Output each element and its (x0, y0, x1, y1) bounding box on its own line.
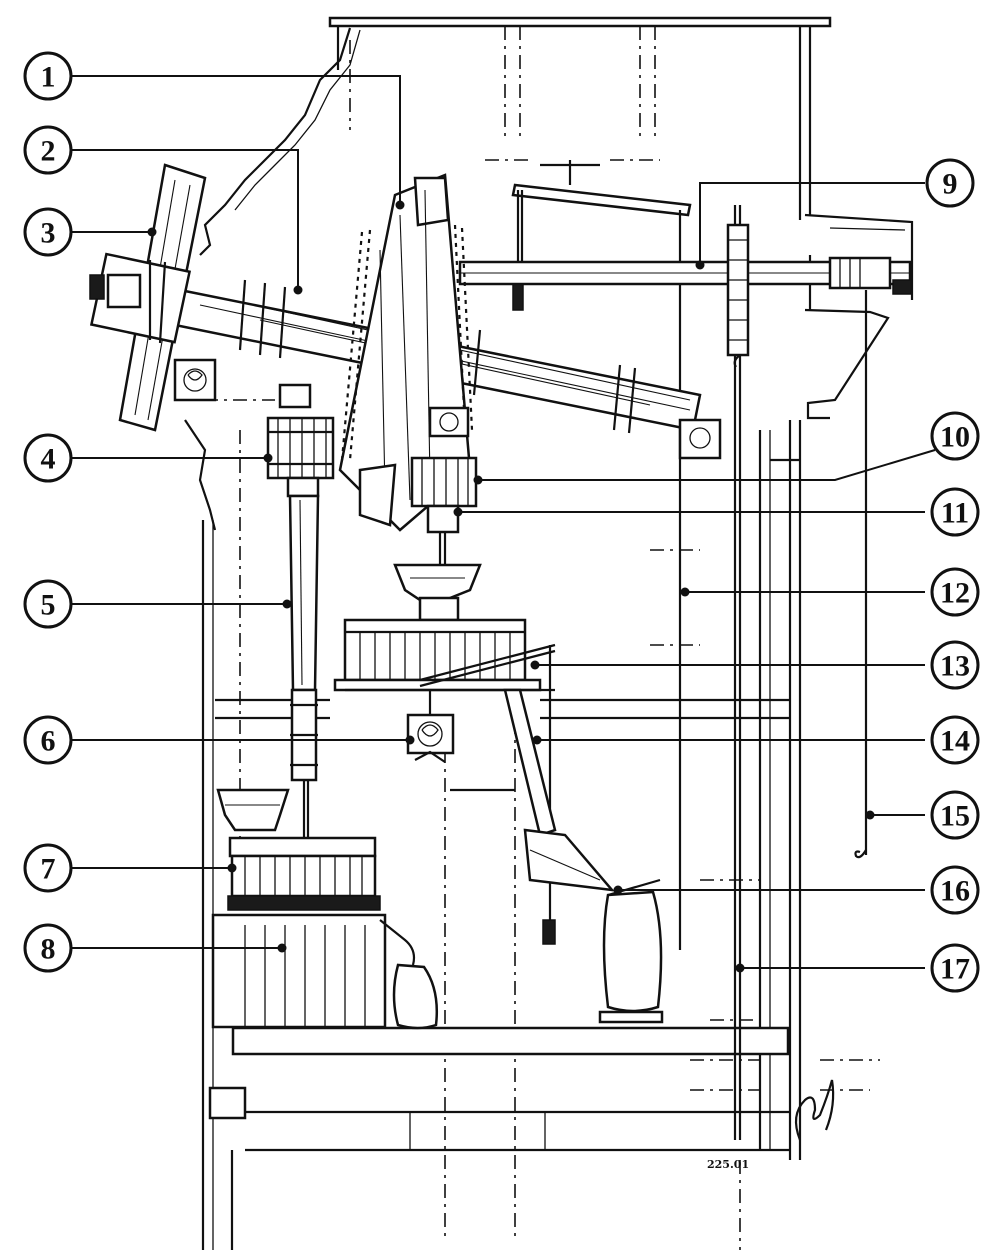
callout-label: 16 (940, 875, 970, 908)
callout-6: 6 (23, 715, 73, 765)
callout-label: 15 (940, 800, 970, 833)
meal-spout-and-sack (503, 688, 664, 1024)
signature: 225.01 (707, 1079, 835, 1171)
callout-label: 8 (41, 933, 56, 966)
callout-label: 13 (940, 650, 970, 683)
callout-8: 8 (23, 923, 73, 973)
main-upright-shaft (288, 494, 320, 692)
wallower-and-quant (266, 416, 335, 840)
callout-15: 15 (930, 790, 980, 840)
cap-roof-beam (328, 16, 832, 28)
governor (406, 690, 455, 763)
callout-2: 2 (23, 125, 73, 175)
callout-11: 11 (930, 487, 980, 537)
upper-millstones (333, 563, 556, 945)
callout-1: 1 (23, 51, 73, 101)
callout-label: 12 (940, 577, 970, 610)
signature-date: 225.01 (707, 1158, 749, 1171)
callout-4: 4 (23, 433, 73, 483)
brake-rope (854, 290, 868, 859)
callout-14: 14 (930, 715, 980, 765)
horizontal-shaft (458, 256, 912, 295)
meal-bin (211, 913, 387, 1029)
callout-label: 1 (41, 61, 56, 94)
lower-millstones (211, 788, 438, 1030)
callout-label: 4 (41, 443, 56, 476)
callout-label: 14 (940, 725, 970, 758)
callout-label: 5 (41, 589, 56, 622)
callout-label: 7 (41, 853, 56, 886)
right-flour-sack (602, 890, 663, 1013)
right-bracket (804, 308, 890, 420)
callout-12: 12 (930, 567, 980, 617)
callout-label: 9 (943, 168, 958, 201)
sack-hoist (726, 205, 750, 1140)
callout-17: 17 (930, 943, 980, 993)
callout-label: 11 (941, 497, 969, 530)
callout-label: 6 (41, 725, 56, 758)
callout-label: 3 (41, 217, 56, 250)
brake-lever (511, 160, 692, 950)
callout-7: 7 (23, 843, 73, 893)
leader-dots (147, 200, 875, 973)
upper-hopper (393, 563, 482, 602)
callout-5: 5 (23, 579, 73, 629)
lower-hopper (216, 788, 290, 832)
callout-label: 2 (41, 135, 56, 168)
callout-10: 10 (930, 411, 980, 461)
cap-stepped-wall (199, 27, 352, 256)
callout-label: 17 (940, 953, 970, 986)
stone-nut (410, 406, 478, 565)
callout-13: 13 (930, 640, 980, 690)
building-structure (184, 16, 914, 1250)
left-flour-sack (392, 963, 438, 1030)
brake-wheel (338, 173, 474, 532)
leader-lines (72, 75, 936, 969)
sail-stock (89, 163, 312, 432)
callout-9: 9 (925, 158, 975, 208)
callout-label: 10 (940, 421, 970, 454)
lower-stone-vat (230, 854, 377, 898)
callout-16: 16 (930, 865, 980, 915)
lower-floor (231, 1026, 790, 1056)
callout-3: 3 (23, 207, 73, 257)
